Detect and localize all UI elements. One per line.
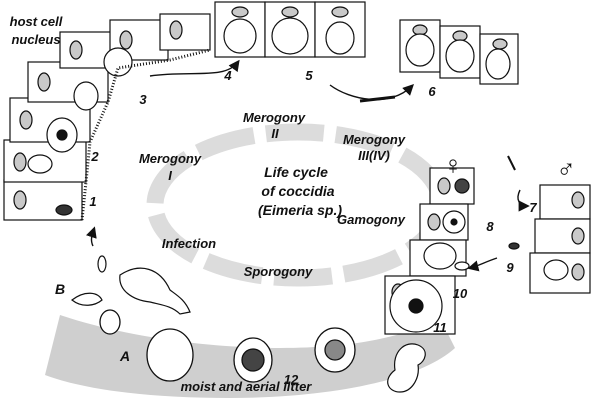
duck-chick: [387, 343, 426, 393]
label-gamogony: Gamogony: [337, 212, 406, 227]
stage-number: 11: [433, 320, 447, 335]
label-infection: Infection: [162, 236, 216, 251]
label-host-cell: host cell: [10, 14, 63, 29]
epithelium-left: [3, 13, 211, 221]
oocysts: [99, 309, 356, 383]
stage-number: 8: [486, 219, 494, 234]
epithelium-top: [214, 1, 366, 58]
stage-number: 7: [529, 200, 537, 215]
label-merogony-iii: Merogony: [343, 132, 406, 147]
stage-number: 6: [428, 84, 436, 99]
label-merogony-i-num: I: [168, 168, 172, 183]
epithelium-female: [384, 167, 475, 335]
label-nucleus: nucleus: [11, 32, 60, 47]
stage-number: 10: [453, 286, 468, 301]
epithelium-right-top: [399, 19, 519, 85]
brush-border-left: [80, 48, 211, 221]
label-merogony-i: Merogony: [139, 151, 202, 166]
center-line-3: (Eimeria sp.): [258, 202, 342, 218]
stage-number: 4: [223, 68, 232, 83]
label-litter: moist and aerial litter: [181, 379, 313, 394]
label-stage-a: A: [119, 348, 130, 364]
label-merogony-ii: Merogony: [243, 110, 306, 125]
center-line-1: Life cycle: [264, 164, 328, 180]
label-stage-b: B: [55, 281, 65, 297]
stage-number: 5: [305, 68, 313, 83]
duck-adult: [119, 267, 191, 315]
female-symbol: ♀: [443, 150, 463, 180]
label-sporogony: Sporogony: [244, 264, 313, 279]
stage-number: 12: [284, 372, 299, 387]
label-merogony-ii-num: II: [271, 126, 279, 141]
label-merogony-iii-num: III(IV): [358, 148, 390, 163]
epithelium-male: [529, 184, 591, 294]
stage-number: 3: [139, 92, 147, 107]
male-symbol: ♂: [556, 154, 576, 184]
center-line-2: of coccidia: [261, 183, 334, 199]
small-forms: [71, 95, 520, 306]
stage-number: 9: [506, 260, 514, 275]
stage-number: 2: [90, 149, 99, 164]
stage-number: 1: [89, 194, 96, 209]
